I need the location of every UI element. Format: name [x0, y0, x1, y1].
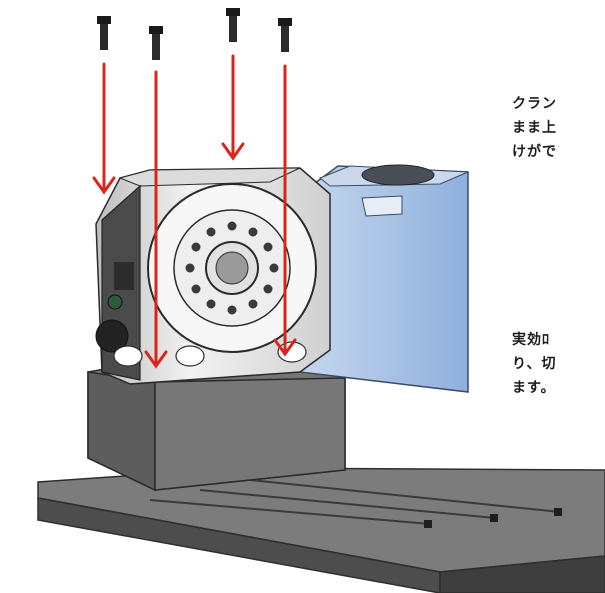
bolt-3 — [226, 8, 240, 42]
machine-base-plate — [37, 467, 605, 593]
motor-housing — [291, 164, 469, 393]
bolt-hole-ring — [185, 221, 279, 315]
side-port — [114, 262, 134, 290]
riser-block — [87, 357, 346, 492]
t-slot — [424, 520, 432, 528]
caption-bottom-line-1: 実効ﾛ — [512, 332, 550, 348]
arrow-down-2 — [144, 70, 168, 369]
caption-top-line-3: けがで — [512, 144, 557, 160]
bolt-1 — [97, 16, 111, 50]
indicator-lamp — [107, 294, 123, 310]
caption-bottom: 実効ﾛ り、切 ます。 — [512, 328, 556, 400]
caption-top-line-2: まま上 — [512, 120, 557, 136]
t-slot — [490, 514, 498, 522]
side-hub — [95, 319, 129, 353]
t-slot — [554, 508, 562, 516]
caption-top: クラン まま上 けがで — [512, 92, 557, 164]
rotary-faceplate — [147, 183, 317, 353]
bolt-2 — [149, 26, 163, 60]
caption-top-line-1: クラン — [512, 96, 557, 112]
mounting-feet — [113, 341, 307, 367]
arrow-down-1 — [92, 62, 116, 195]
arrow-down-3 — [221, 54, 245, 161]
caption-bottom-line-3: ます。 — [512, 380, 556, 396]
arrow-down-4 — [273, 64, 297, 357]
bolt-4 — [278, 18, 292, 52]
caption-bottom-line-2: り、切 — [512, 356, 557, 372]
motor-top-cap — [361, 164, 435, 186]
